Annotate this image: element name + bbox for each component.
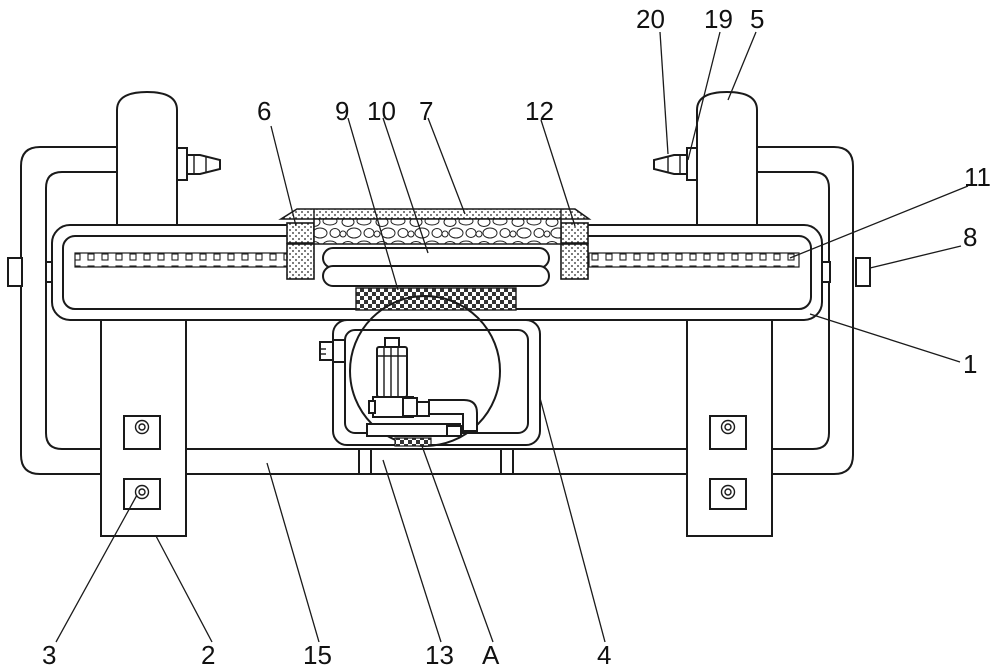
leader-lines — [55, 31, 969, 643]
motor-assembly — [366, 337, 478, 447]
label-15: 15 — [303, 640, 332, 668]
stone-slab — [278, 208, 592, 245]
label-12: 12 — [525, 96, 554, 126]
label-9: 9 — [335, 96, 349, 126]
center-connector — [358, 448, 514, 475]
label-13: 13 — [425, 640, 454, 668]
outer-frame — [20, 146, 854, 475]
left-upright-support — [116, 90, 221, 226]
label-6: 6 — [257, 96, 271, 126]
gear-strip — [355, 287, 517, 311]
label-7: 7 — [419, 96, 433, 126]
label-20: 20 — [636, 4, 665, 34]
label-8: 8 — [963, 222, 977, 252]
label-19: 19 — [704, 4, 733, 34]
left-leg — [100, 318, 187, 537]
label-a: A — [482, 640, 500, 668]
label-1: 1 — [963, 349, 977, 379]
label-11: 11 — [964, 162, 991, 192]
callout-labels: 6 9 10 7 12 20 19 5 11 8 1 3 2 15 13 A 4 — [42, 4, 991, 668]
label-5: 5 — [750, 4, 764, 34]
label-2: 2 — [201, 640, 215, 668]
right-leg — [686, 318, 773, 537]
belt-roller — [322, 247, 550, 287]
label-4: 4 — [597, 640, 611, 668]
label-3: 3 — [42, 640, 56, 668]
label-10: 10 — [367, 96, 396, 126]
right-upright-support — [653, 90, 758, 226]
